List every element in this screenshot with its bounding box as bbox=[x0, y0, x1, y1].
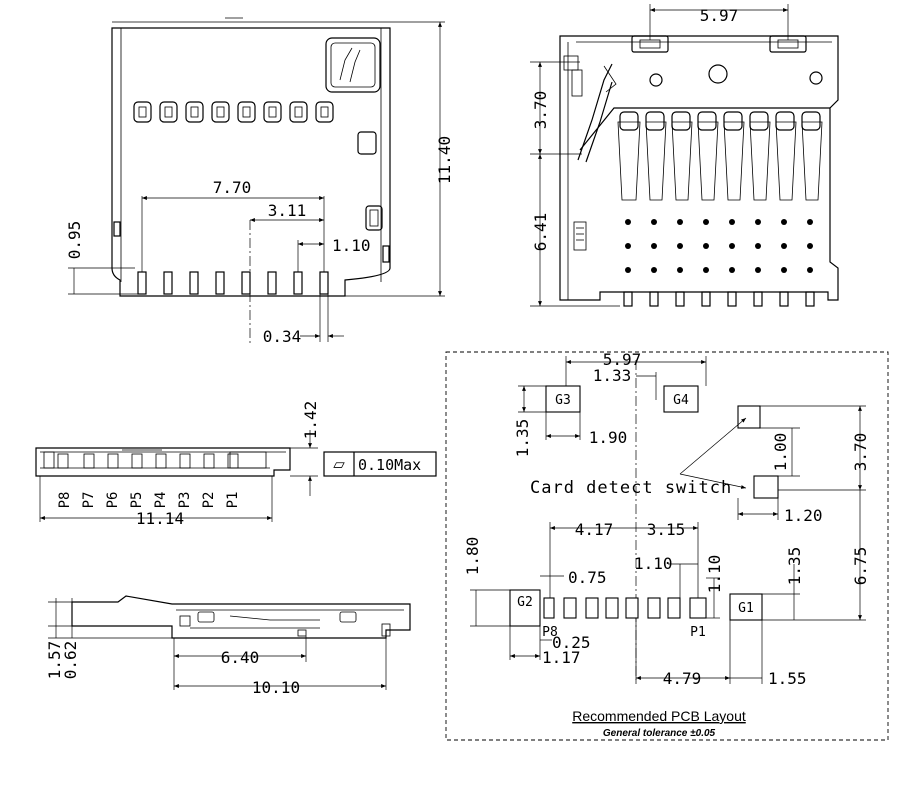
top-left-body-outline bbox=[111, 27, 391, 297]
signal-pads bbox=[543, 597, 707, 619]
pin-label-p7: P7 bbox=[81, 492, 97, 509]
dim-1-42: 1.42 bbox=[301, 401, 320, 440]
dim-11-40: 11.40 bbox=[435, 136, 454, 184]
pin-label-p3: P3 bbox=[177, 492, 193, 509]
pad-g3-label: G3 bbox=[555, 393, 571, 408]
pin-label-p6: P6 bbox=[105, 492, 121, 509]
dim-11-14: 11.14 bbox=[136, 509, 184, 528]
dim-5-97-top: 5.97 bbox=[700, 6, 739, 25]
pad-g4-label: G4 bbox=[673, 393, 689, 408]
dim-3-11: 3.11 bbox=[268, 201, 307, 220]
pcb-dim-0-75: 0.75 bbox=[568, 568, 607, 587]
dim-10-10: 10.10 bbox=[252, 678, 300, 697]
pin-label-p1: P1 bbox=[225, 492, 241, 509]
card-detect-label: Card detect switch bbox=[530, 478, 732, 498]
pcb-dim-5-97: 5.97 bbox=[603, 350, 642, 369]
pcb-dim-1-10-b: 1.10 bbox=[705, 555, 724, 594]
pcb-dim-3-70: 3.70 bbox=[851, 433, 870, 472]
top-left-contact-pads bbox=[133, 101, 334, 123]
top-left-view: 11.40 7.70 3.11 1.10 0.95 0.34 bbox=[65, 17, 454, 346]
pad-p1-label: P1 bbox=[690, 625, 706, 640]
pad-g1 bbox=[729, 593, 763, 621]
pcb-layout-title: Recommended PCB Layout bbox=[572, 708, 746, 724]
pcb-dim-1-00: 1.00 bbox=[771, 433, 790, 472]
pcb-layout: G3 G4 G2 G1 P8 P1 Card detect switch 5.9… bbox=[445, 350, 889, 741]
pcb-dim-4-79: 4.79 bbox=[663, 669, 702, 688]
top-left-pins bbox=[137, 271, 329, 295]
dim-0-34: 0.34 bbox=[263, 327, 302, 346]
pad-switch-bottom bbox=[753, 475, 779, 499]
pad-g3 bbox=[545, 385, 581, 413]
dim-6-40: 6.40 bbox=[221, 648, 260, 667]
pcb-tolerance-note: General tolerance ±0.05 bbox=[603, 728, 716, 739]
flatness-symbol: ⏥ bbox=[333, 455, 345, 473]
pcb-dim-1-90: 1.90 bbox=[589, 428, 628, 447]
dim-6-41: 6.41 bbox=[531, 213, 550, 252]
switch-window bbox=[325, 37, 381, 93]
front-pin-slots bbox=[57, 453, 239, 469]
front-view: P8 P7 P6 P5 P4 P3 P2 P1 1.42 ⏥ 0.10Max 1… bbox=[35, 401, 437, 528]
pcb-dim-1-33: 1.33 bbox=[593, 366, 632, 385]
side-view: 1.57 0.62 6.40 10.10 bbox=[45, 595, 411, 697]
pad-g1-label: G1 bbox=[738, 601, 754, 616]
dim-7-70: 7.70 bbox=[213, 178, 252, 197]
pad-switch-top bbox=[737, 405, 761, 429]
pcb-dim-0-25: 0.25 bbox=[552, 633, 591, 652]
top-right-pins bbox=[623, 291, 815, 307]
pcb-dim-3-15: 3.15 bbox=[647, 520, 686, 539]
dim-3-70-top: 3.70 bbox=[531, 91, 550, 130]
pcb-dim-1-10-a: 1.10 bbox=[634, 554, 673, 573]
pcb-dim-1-17: 1.17 bbox=[542, 648, 581, 667]
dim-1-10: 1.10 bbox=[332, 236, 371, 255]
pcb-dim-1-35-right: 1.35 bbox=[785, 547, 804, 586]
top-right-contact-fingers bbox=[617, 111, 823, 201]
dim-0-95: 0.95 bbox=[65, 221, 84, 260]
pin-label-p5: P5 bbox=[129, 492, 145, 509]
pad-g4 bbox=[663, 385, 699, 413]
pcb-dim-6-75: 6.75 bbox=[851, 547, 870, 586]
pin-label-p4: P4 bbox=[153, 492, 169, 509]
pcb-layout-frame bbox=[445, 351, 889, 741]
dim-0-62: 0.62 bbox=[61, 641, 80, 680]
pad-g2-label: G2 bbox=[517, 595, 533, 610]
pin-label-p8: P8 bbox=[57, 492, 73, 509]
pcb-dim-1-80: 1.80 bbox=[463, 537, 482, 576]
pin-label-p2: P2 bbox=[201, 492, 217, 509]
pcb-dim-1-35-left: 1.35 bbox=[513, 419, 532, 458]
flatness-value: 0.10Max bbox=[358, 456, 421, 474]
top-right-view: 5.97 3.70 6.41 bbox=[530, 4, 839, 307]
pad-g2 bbox=[509, 589, 541, 627]
pcb-dim-1-20: 1.20 bbox=[784, 506, 823, 525]
flatness-callout bbox=[323, 451, 437, 477]
top-right-body-outline bbox=[559, 35, 839, 301]
top-right-hole-grid bbox=[625, 219, 813, 273]
pcb-dim-4-17: 4.17 bbox=[575, 520, 614, 539]
dim-1-57: 1.57 bbox=[45, 641, 64, 680]
pcb-dim-1-55: 1.55 bbox=[768, 669, 807, 688]
side-body-outline bbox=[71, 595, 411, 639]
pad-p8-label: P8 bbox=[542, 625, 558, 640]
